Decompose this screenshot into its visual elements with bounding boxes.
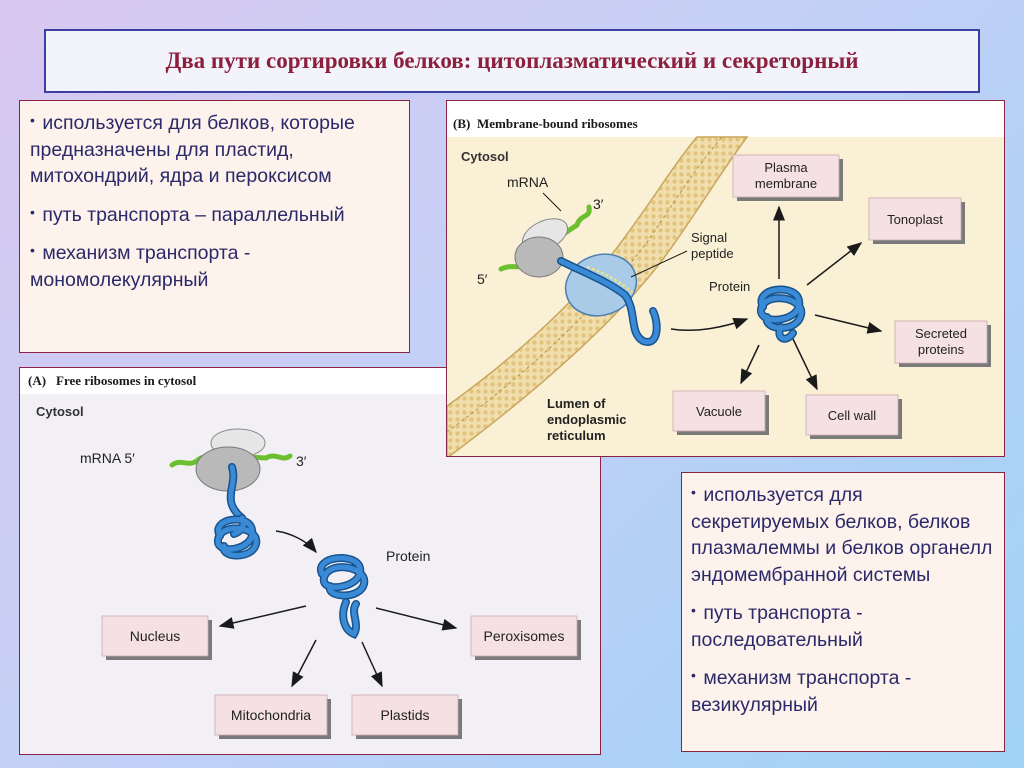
signal-peptide-segment: [586, 265, 634, 294]
protein-label: Protein: [709, 279, 750, 294]
ribosome-icon: [514, 218, 569, 278]
arrow-to-tonoplast: [806, 242, 863, 286]
slide-title: Два пути сортировки белков: цитоплазмати…: [165, 48, 859, 73]
figure-b-diagram: (B) Membrane-bound ribosomes Cytosol mRN…: [447, 101, 1004, 456]
note-text: путь транспорта – параллельный: [42, 203, 345, 226]
lumen-line3: reticulum: [547, 428, 606, 443]
protein-label: Protein: [386, 548, 430, 564]
secreted-proteins-box: Secreted proteins: [894, 320, 991, 367]
three-prime-label: 3′: [593, 196, 604, 212]
bullet-icon: •: [691, 667, 696, 683]
cytosol-label: Cytosol: [36, 404, 84, 419]
nucleus-label: Nucleus: [130, 628, 181, 644]
note-bullet: • путь транспорта – параллельный: [30, 199, 399, 229]
note-text: путь транспорта - последовательный: [691, 602, 863, 651]
arrow-to-peroxisomes: [375, 607, 458, 631]
folding-arrow: [275, 530, 317, 554]
bullet-icon: •: [30, 242, 35, 258]
note-bullet: • используется для белков, которые предн…: [30, 107, 399, 190]
note-text: механизм транспорта - мономолекулярный: [30, 242, 251, 291]
tonoplast-label: Tonoplast: [887, 212, 943, 227]
cytosol-label: Cytosol: [461, 149, 509, 164]
mrna-pointer: [542, 192, 562, 212]
arrow-to-vacuole: [740, 344, 760, 385]
vacuole-box: Vacuole: [672, 390, 769, 435]
panel-letter-b: (B): [453, 116, 470, 131]
arrow-to-cell-wall: [792, 338, 818, 391]
mrna-label: mRNA 5′: [80, 450, 135, 466]
note-bullet: • механизм транспорта - мономолекулярный: [30, 237, 399, 293]
mitochondria-label: Mitochondria: [231, 707, 311, 723]
figure-a-heading: Free ribosomes in cytosol: [56, 373, 197, 388]
cell-wall-label: Cell wall: [828, 408, 877, 423]
figure-a-diagram: (A) Free ribosomes in cytosol Cytosol mR…: [20, 368, 600, 754]
vacuole-label: Vacuole: [696, 404, 742, 419]
figure-b-header: [447, 101, 1004, 137]
ribosome-icon: [195, 428, 266, 492]
membrane-ribosome-notes: • используется для секретируемых белков,…: [681, 472, 1005, 752]
five-prime-label: 5′: [477, 271, 488, 287]
protein-coil-icon: [757, 285, 806, 343]
three-prime-label: 3′: [296, 453, 307, 469]
folding-arrow: [670, 317, 749, 332]
peroxisomes-box: Peroxisomes: [470, 615, 581, 660]
plastids-label: Plastids: [380, 707, 429, 723]
membrane-midline: [447, 136, 723, 433]
plasma-membrane-line2: membrane: [755, 176, 817, 191]
protein-coil-icon: [214, 514, 261, 560]
signal-pointer: [630, 250, 688, 278]
lumen-line1: Lumen of: [547, 396, 606, 411]
plasma-membrane-box: Plasma membrane: [732, 154, 843, 201]
note-bullet: • используется для секретируемых белков,…: [691, 479, 996, 588]
plasma-membrane-line1: Plasma: [764, 160, 808, 175]
peroxisomes-label: Peroxisomes: [484, 628, 565, 644]
nascent-chain: [558, 258, 660, 345]
free-ribosome-notes: • используется для белков, которые предн…: [19, 100, 410, 353]
panel-letter-a: (A): [28, 373, 46, 388]
plastids-box: Plastids: [351, 694, 462, 739]
note-bullet: • механизм транспорта - везикулярный: [691, 662, 996, 718]
secreted-line2: proteins: [918, 342, 965, 357]
note-text: используется для секретируемых белков, б…: [691, 484, 993, 586]
bullet-icon: •: [691, 484, 696, 500]
note-bullet: • путь транспорта - последовательный: [691, 597, 996, 653]
protein-coil-icon: [317, 554, 369, 639]
nascent-chain: [228, 464, 245, 521]
mrna-label: mRNA: [507, 174, 549, 190]
arrow-to-mitochondria: [291, 639, 317, 688]
signal-label-line2: peptide: [691, 246, 734, 261]
mitochondria-box: Mitochondria: [214, 694, 331, 739]
lumen-line2: endoplasmic: [547, 412, 626, 427]
arrow-to-secreted: [814, 314, 883, 334]
nucleus-box: Nucleus: [101, 615, 212, 660]
cell-wall-box: Cell wall: [805, 394, 902, 439]
figure-b-heading: Membrane-bound ribosomes: [477, 116, 638, 131]
bullet-icon: •: [691, 602, 696, 618]
arrow-to-plastids: [361, 641, 383, 688]
figure-membrane-ribosomes: (B) Membrane-bound ribosomes Cytosol mRN…: [446, 100, 1005, 457]
secreted-line1: Secreted: [915, 326, 967, 341]
tonoplast-box: Tonoplast: [868, 197, 965, 244]
bullet-icon: •: [30, 203, 35, 220]
note-text: механизм транспорта - везикулярный: [691, 667, 912, 716]
note-text: используется для белков, которые предназ…: [30, 112, 355, 187]
arrow-to-nucleus: [218, 605, 307, 629]
signal-label-line1: Signal: [691, 230, 727, 245]
bullet-icon: •: [30, 112, 35, 128]
title-box: Два пути сортировки белков: цитоплазмати…: [44, 29, 980, 93]
